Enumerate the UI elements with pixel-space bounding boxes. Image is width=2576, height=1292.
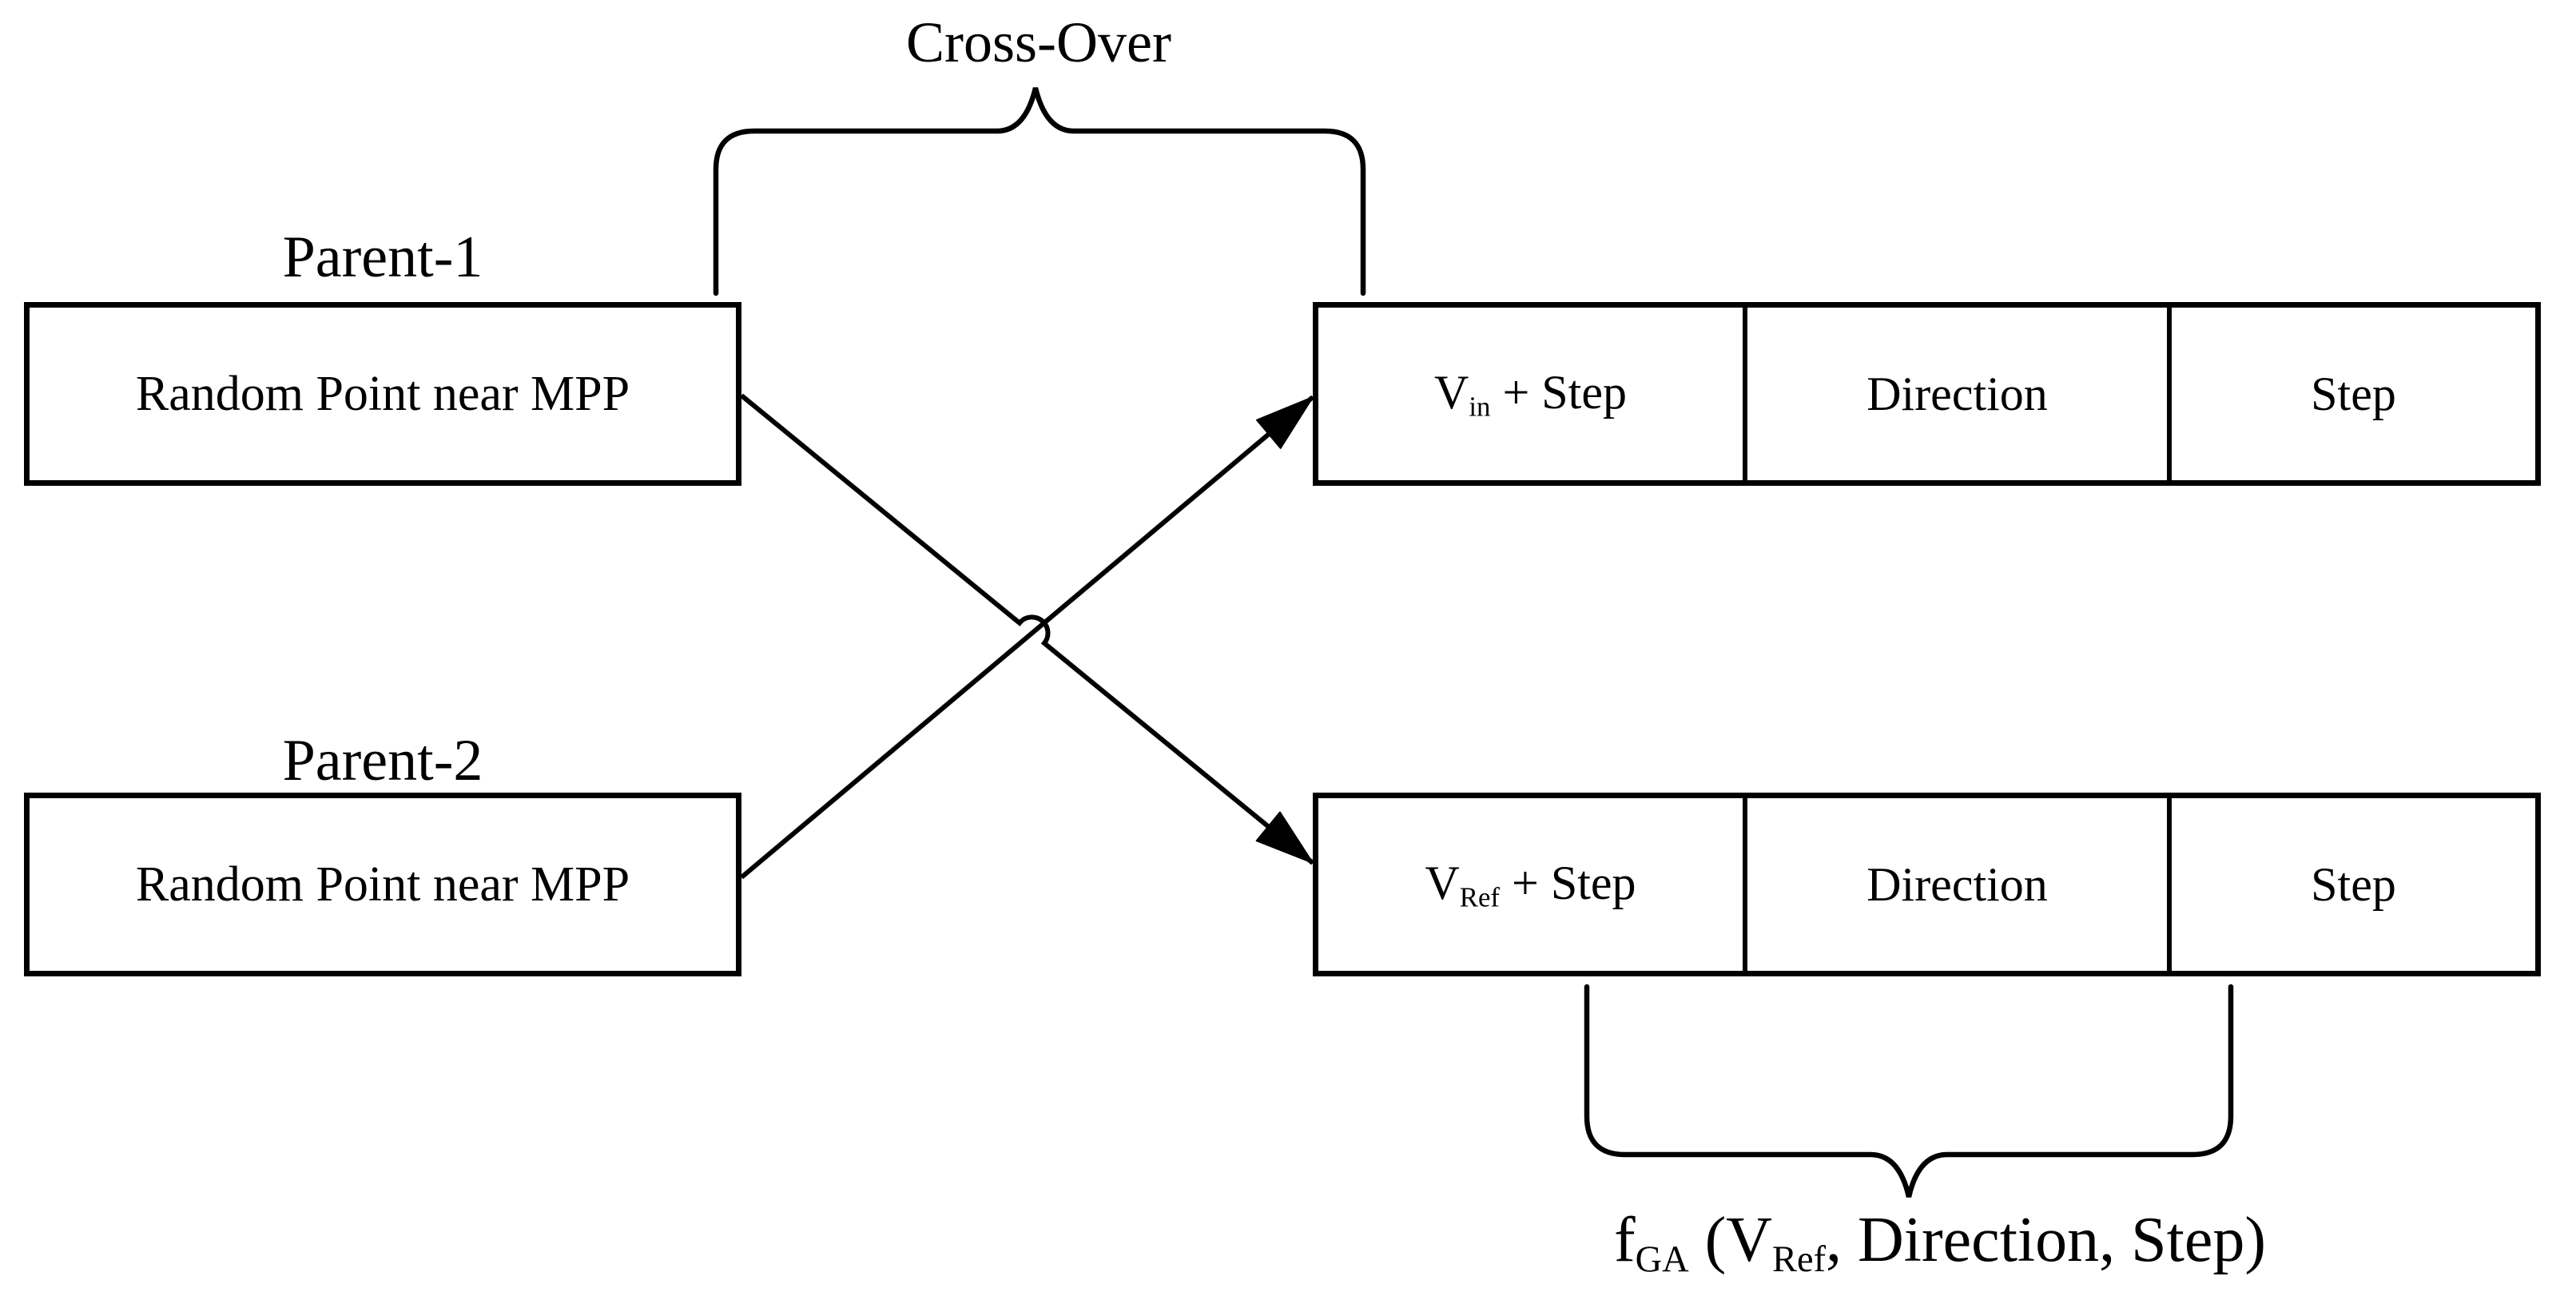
parent1-box: Random Point near MPP xyxy=(24,302,741,486)
parent2-content: Random Point near MPP xyxy=(135,857,630,912)
gene-vin-rest: + Step xyxy=(1490,365,1627,419)
offspring1-gene-step-text: Step xyxy=(2311,367,2396,420)
offspring1-gene-vin: Vin + Step xyxy=(1318,308,1743,480)
gene-vref-base: V xyxy=(1425,856,1460,909)
offspring2-row: VRef + Step Direction Step xyxy=(1313,793,2541,976)
gene-vref-rest: + Step xyxy=(1500,856,1636,909)
offspring2-gene-step: Step xyxy=(2172,798,2535,971)
gene-vin-subscript: in xyxy=(1469,391,1491,423)
offspring2-gene-step-text: Step xyxy=(2311,857,2396,911)
parent2-box: Random Point near MPP xyxy=(24,793,741,976)
parent2-to-offspring1-arrowhead-icon xyxy=(1256,396,1314,449)
offspring1-gene-step: Step xyxy=(2172,308,2535,480)
offspring2-gene-vref: VRef + Step xyxy=(1318,798,1743,971)
offspring1-gene-direction-text: Direction xyxy=(1866,367,2048,420)
parent2-label: Parent-2 xyxy=(282,728,483,793)
parent1-label: Parent-1 xyxy=(282,225,483,290)
ga-function-label: fGA (VRef, Direction, Step) xyxy=(1540,1205,2339,1280)
offspring1-gene-vin-text: Vin + Step xyxy=(1434,365,1627,423)
offspring1-row: Vin + Step Direction Step xyxy=(1313,302,2541,486)
crossover-label: Cross-Over xyxy=(906,10,1171,74)
parent1-to-offspring2-arrowhead-icon xyxy=(1255,811,1314,864)
ga-function-name: f xyxy=(1613,1205,1636,1275)
gene-vin-base: V xyxy=(1434,365,1469,419)
parent1-to-offspring2-arrow-line xyxy=(740,393,1314,865)
offspring2-gene-direction: Direction xyxy=(1743,798,2172,971)
ga-function-args-pre: (V xyxy=(1688,1205,1773,1275)
ga-function-brace xyxy=(1584,984,2234,1198)
gene-vref-subscript: Ref xyxy=(1459,881,1501,913)
offspring2-gene-vref-text: VRef + Step xyxy=(1425,856,1636,914)
ga-function-args-post: , Direction, Step) xyxy=(1826,1205,2267,1275)
ga-function-args-subscript: Ref xyxy=(1772,1238,1827,1280)
parent1-content: Random Point near MPP xyxy=(135,366,630,421)
parent2-to-offspring1-arrow-line xyxy=(740,395,1314,880)
crossover-brace xyxy=(713,87,1366,296)
offspring2-gene-direction-text: Direction xyxy=(1866,857,2048,911)
offspring1-gene-direction: Direction xyxy=(1743,308,2172,480)
ga-function-name-subscript: GA xyxy=(1635,1238,1689,1280)
